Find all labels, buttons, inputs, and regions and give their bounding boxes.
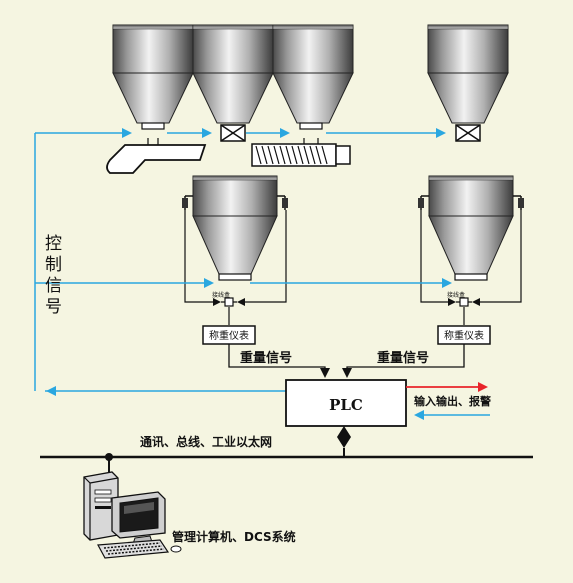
computer-icon bbox=[83, 471, 182, 559]
plc-label: PLC bbox=[329, 396, 363, 414]
control-signal-char: 信 bbox=[45, 276, 62, 296]
weigh-hopper-icon bbox=[417, 175, 525, 281]
vibrating-feeder-icon bbox=[106, 138, 207, 174]
junction-box-icon bbox=[447, 297, 481, 307]
control-signal-char: 号 bbox=[45, 297, 62, 317]
control-signal-char: 控 bbox=[45, 234, 62, 254]
junction-box-icon bbox=[212, 297, 246, 307]
junction-box-label: 接线盒 bbox=[212, 291, 230, 299]
io-alarm-label: 输入输出、报警 bbox=[414, 394, 491, 408]
butterfly-valve-icon bbox=[220, 124, 246, 142]
junction-box-label: 接线盒 bbox=[447, 291, 465, 299]
weight-signal-label: 重量信号 bbox=[240, 350, 292, 366]
silo-icon bbox=[112, 24, 194, 124]
management-label: 管理计算机、DCS系统 bbox=[172, 529, 296, 544]
weight-signal-label: 重量信号 bbox=[377, 350, 429, 366]
screw-feeder-icon bbox=[251, 138, 351, 167]
scale-instrument-label: 称重仪表 bbox=[209, 329, 249, 342]
network-label: 通讯、总线、工业以太网 bbox=[140, 434, 272, 449]
silo-icon bbox=[272, 24, 354, 124]
silo-icon bbox=[192, 24, 274, 124]
control-signal-char: 制 bbox=[45, 255, 62, 275]
weigh-hopper-icon bbox=[181, 175, 289, 281]
butterfly-valve-icon bbox=[455, 124, 481, 142]
plc-box bbox=[285, 379, 407, 427]
bidirectional-arrow-icon bbox=[337, 426, 351, 448]
silo-icon bbox=[427, 24, 509, 124]
scale-instrument-label: 称重仪表 bbox=[444, 329, 484, 342]
